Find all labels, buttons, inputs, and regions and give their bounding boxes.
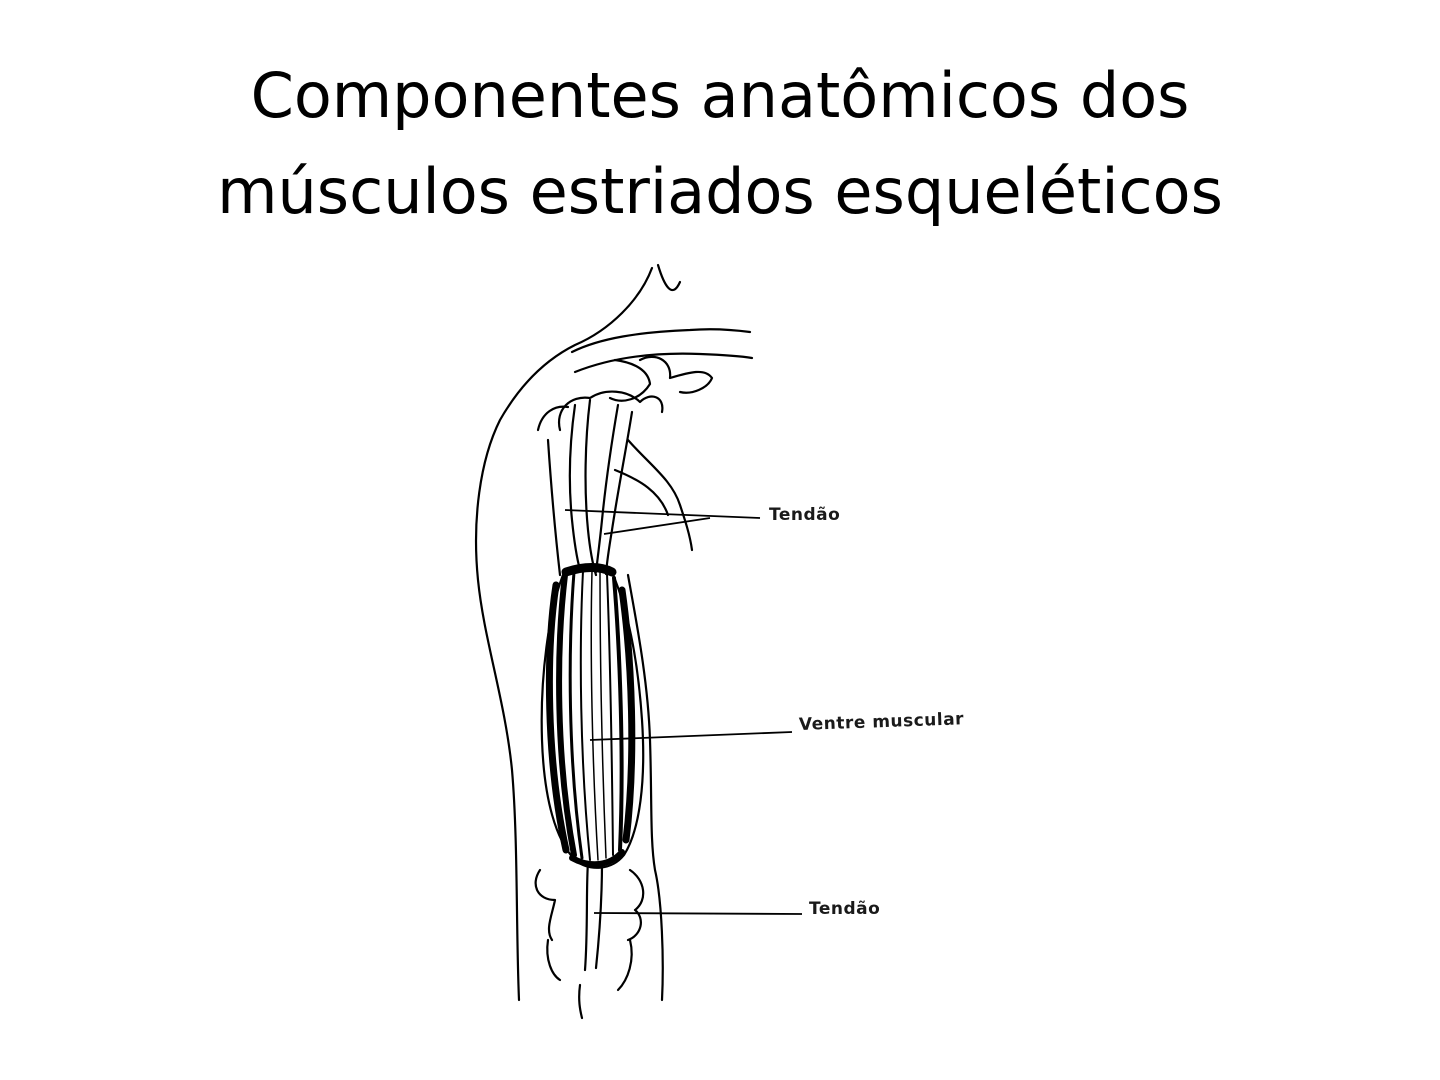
distal-tendon	[583, 860, 590, 972]
title-line-1: Componentes anatômicos dos	[250, 59, 1190, 132]
leader-muscle-belly	[589, 731, 793, 741]
long-head-tendon-2	[584, 398, 598, 577]
leader-tendon-top-1	[564, 509, 761, 519]
muscle-fibers	[545, 563, 636, 868]
clavicle-lower	[573, 352, 754, 374]
forearm-line	[578, 983, 584, 1020]
slide-title: Componentes anatômicos dos músculos estr…	[80, 48, 1360, 240]
long-head-tendon	[568, 403, 582, 572]
arm-drawing	[474, 263, 803, 1020]
label-tendon-top: Tendão	[769, 505, 841, 525]
arm-muscle-illustration	[440, 250, 1000, 1040]
short-head-tendon-2	[604, 410, 634, 576]
bone-shaft-left	[546, 438, 562, 577]
leader-tendon-bottom	[593, 912, 803, 915]
shoulder-contour	[656, 263, 682, 291]
elbow-epicondyle-left	[534, 868, 557, 942]
short-head-tendon	[594, 403, 620, 574]
scapula-lines-2	[613, 468, 670, 517]
glenoid-line	[536, 405, 570, 432]
arm-outline-left	[474, 266, 654, 1002]
elbow-epicondyle-right	[626, 868, 645, 942]
forearm-bone-left	[546, 938, 562, 982]
title-line-2: músculos estriados esqueléticos	[217, 155, 1223, 228]
humeral-head	[557, 390, 664, 432]
label-tendon-bottom: Tendão	[809, 899, 881, 919]
leader-tendon-top-2	[603, 517, 711, 535]
acromion	[638, 355, 714, 394]
scapula-lines	[626, 438, 694, 552]
clavicle-upper	[570, 328, 752, 354]
distal-tendon-2	[594, 860, 604, 970]
arm-outline-right	[626, 573, 664, 1002]
coracoid	[608, 358, 652, 402]
forearm-bone-right	[616, 938, 633, 992]
